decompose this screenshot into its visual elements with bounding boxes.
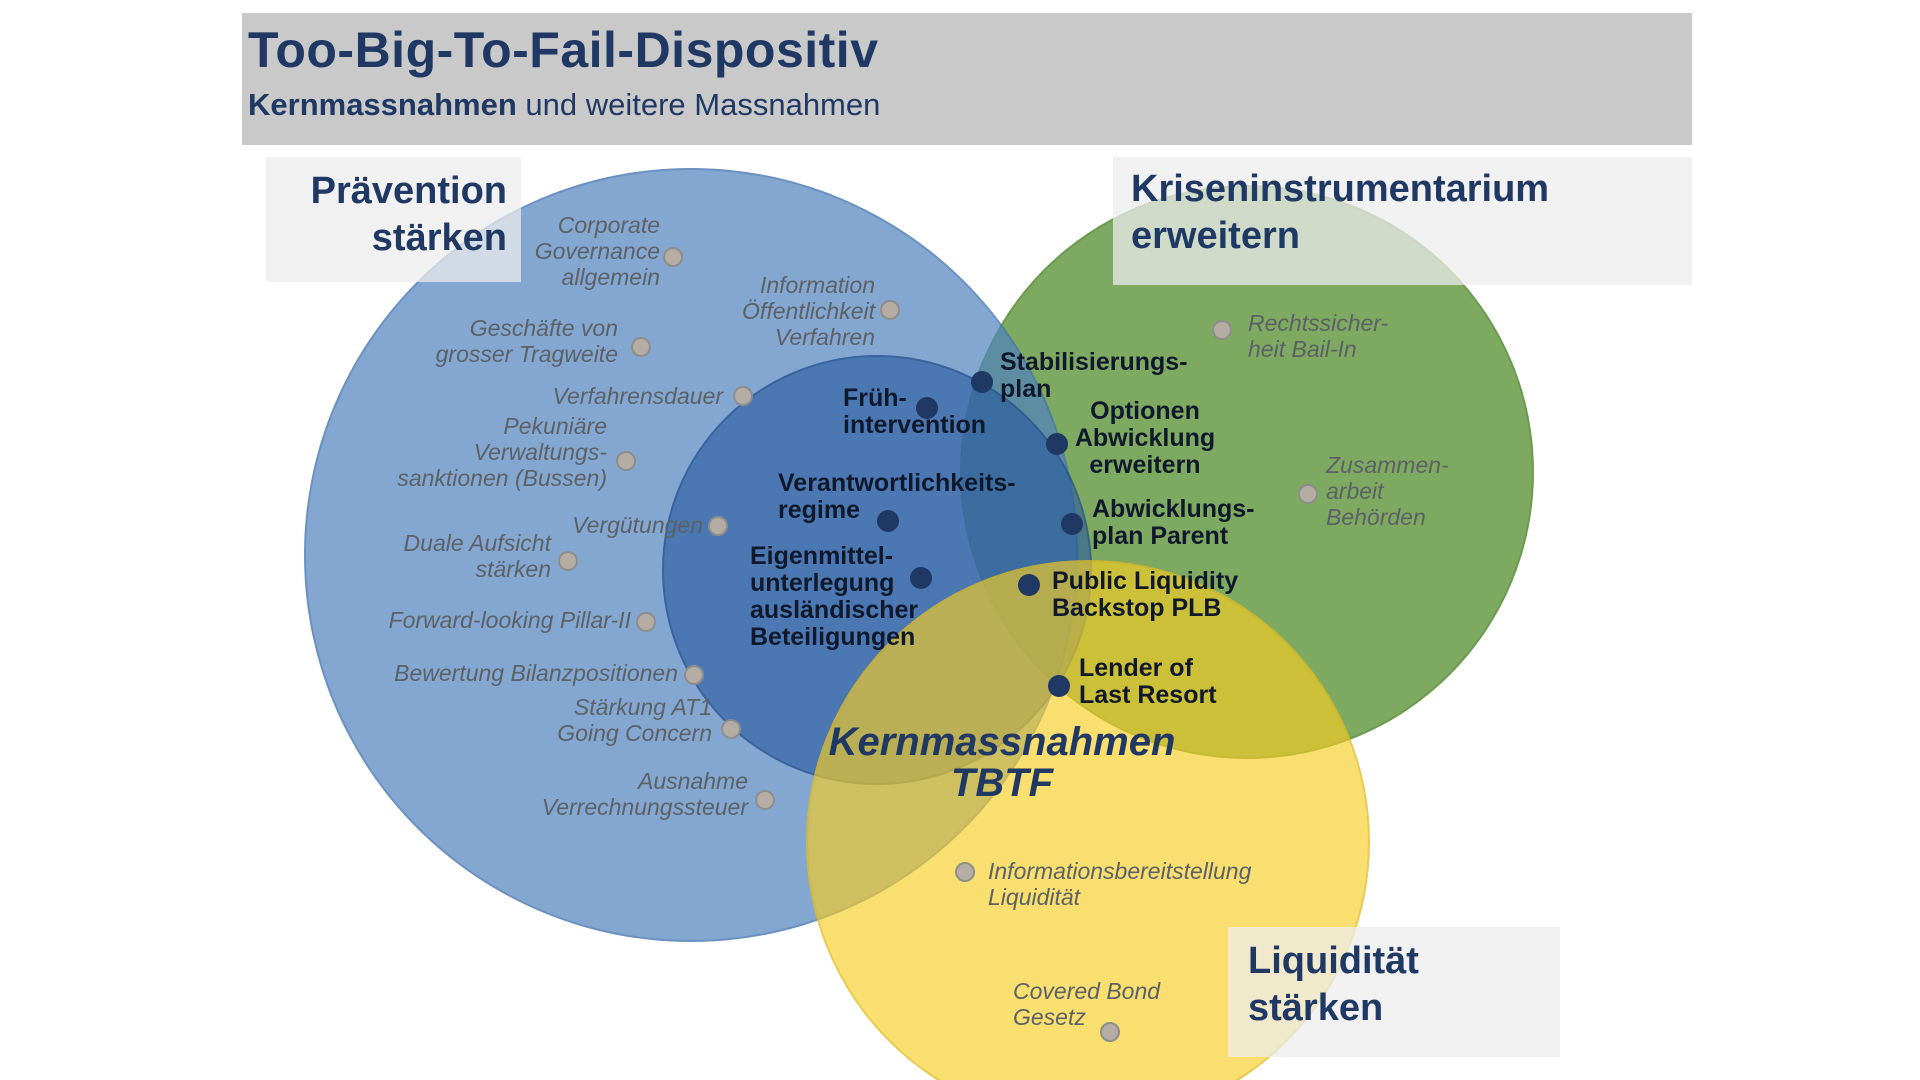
measure-marker [684, 665, 704, 685]
measure-marker [1212, 320, 1232, 340]
measure-zusammenarbeit-behoerden: Zusammen- arbeit Behörden [1326, 452, 1449, 530]
measure-covered-bond-gesetz: Covered Bond Gesetz [1013, 978, 1161, 1030]
measure-information-oeffentlichkeit: Information Öffentlichkeit Verfahren [742, 272, 875, 350]
measure-geschaefte-tragweite: Geschäfte von grosser Tragweite [435, 315, 618, 367]
region-label-prevention: Prävention stärken [266, 157, 521, 282]
core-measure-marker [1061, 513, 1083, 535]
measure-bewertung-bilanzpositionen: Bewertung Bilanzpositionen [394, 660, 678, 686]
measure-forward-looking-pillar2: Forward-looking Pillar-II [388, 607, 631, 633]
measure-marker [631, 337, 651, 357]
core-measure-fruehintervention: Früh- intervention [843, 384, 987, 439]
measure-verfahrensdauer: Verfahrensdauer [552, 383, 723, 409]
measure-verguetungen: Vergütungen [572, 512, 703, 538]
measure-marker [616, 451, 636, 471]
core-measure-marker [1048, 675, 1070, 697]
measure-marker [663, 247, 683, 267]
subtitle-rest: und weitere Massnahmen [516, 87, 881, 122]
measure-marker [708, 516, 728, 536]
core-measure-lender-of-last-resort: Lender of Last Resort [1079, 654, 1217, 709]
title-bar: Too-Big-To-Fail-Dispositiv Kernmassnahme… [242, 13, 1692, 145]
measure-marker [1298, 484, 1318, 504]
core-measure-public-liquidity-backstop: Public Liquidity Backstop PLB [1052, 567, 1239, 622]
core-measure-marker [877, 510, 899, 532]
measure-corporate-governance: Corporate Governance allgemein [534, 212, 660, 290]
measure-staerkung-at1: Stärkung AT1 Going Concern [557, 694, 712, 746]
measure-pekuniaere-sanktionen: Pekuniäre Verwaltungs- sanktionen (Busse… [397, 413, 607, 491]
measure-duale-aufsicht: Duale Aufsicht stärken [403, 530, 551, 582]
core-measure-marker [910, 567, 932, 589]
measure-rechtssicherheit-bailin: Rechtssicher- heit Bail-In [1248, 310, 1389, 362]
measure-marker [721, 719, 741, 739]
core-measure-eigenmittelunterlegung: Eigenmittel- unterlegung ausländischer B… [750, 542, 919, 651]
measure-marker [1100, 1022, 1120, 1042]
measure-marker [955, 862, 975, 882]
core-measure-optionen-abwicklung: Optionen Abwicklung erweitern [1074, 397, 1216, 479]
core-measure-marker [1018, 574, 1040, 596]
measure-marker [880, 300, 900, 320]
measure-marker [636, 612, 656, 632]
core-measure-marker [916, 397, 938, 419]
region-label-crisis: Kriseninstrumentarium erweitern [1113, 157, 1692, 285]
page-title: Too-Big-To-Fail-Dispositiv [248, 22, 879, 78]
core-measure-marker [1046, 433, 1068, 455]
page-subtitle: Kernmassnahmen und weitere Massnahmen [248, 87, 880, 123]
core-measure-marker [971, 371, 993, 393]
measure-marker [733, 386, 753, 406]
core-measure-verantwortlichkeitsregime: Verantwortlichkeits- regime [778, 469, 1016, 524]
core-region-label: Kernmassnahmen TBTF [828, 720, 1176, 805]
core-measure-stabilisierungsplan: Stabilisierungs- plan [1000, 348, 1188, 403]
measure-marker [755, 790, 775, 810]
measure-informationsbereitstellung: Informationsbereitstellung Liquidität [988, 858, 1252, 910]
measure-ausnahme-verrechnungssteuer: Ausnahme Verrechnungssteuer [541, 768, 748, 820]
subtitle-bold: Kernmassnahmen [248, 87, 517, 122]
region-label-liquidity: Liquidität stärken [1228, 927, 1560, 1057]
measure-marker [558, 551, 578, 571]
core-measure-abwicklungsplan-parent: Abwicklungs- plan Parent [1092, 495, 1255, 550]
